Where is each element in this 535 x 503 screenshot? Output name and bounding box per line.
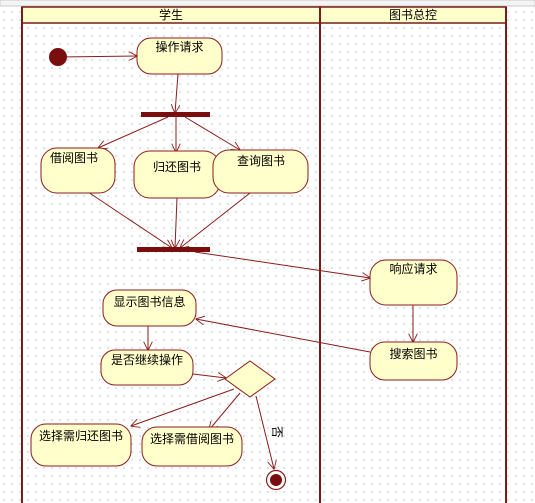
activity-show-info-label: 显示图书信息 [113,294,185,309]
activity-select-return [30,423,132,467]
activity-request-op-label: 操作请求 [155,39,203,54]
fork-bar [141,112,210,117]
activity-query [212,149,309,194]
edge-fork-to-borrow [98,116,169,148]
edge-start-to-request [58,56,137,57]
activity-query-label: 查询图书 [237,154,285,168]
edge-request-to-fork [175,73,178,113]
edge-continue-to-decision [192,374,226,378]
edge-label-no: 否 [270,426,284,438]
edge-fork-to-query [184,116,240,150]
activity-borrow-label: 借阅图书 [50,151,98,165]
activity-return [133,150,221,199]
edge-decision-to-end [255,395,274,469]
lane-title-student: 学生 [159,7,183,22]
activity-continue-label: 是否继续操作 [111,352,183,367]
activity-borrow [40,147,116,194]
activity-respond-label: 响应请求 [389,261,437,276]
initial-node [49,48,67,66]
activity-search [369,341,458,381]
toolbar-strip [0,0,535,7]
activity-request-op [136,37,223,75]
edge-return-to-join [175,197,177,248]
activity-select-borrow [141,426,243,467]
lane-title-library: 图书总控 [389,8,437,22]
edge-search-to-show [196,319,371,353]
final-node [270,474,282,486]
activity-respond [369,259,458,306]
activity-continue [100,349,194,386]
decision-node [224,360,276,398]
join-bar [137,247,210,252]
activity-show-info [102,289,197,327]
activity-search-label: 搜索图书 [389,346,437,361]
edge-query-to-join [180,192,251,248]
activity-select-return-label: 选择需归还图书 [39,429,123,443]
activity-return-label: 归还图书 [153,160,201,174]
edge-borrow-to-join [87,191,172,248]
activity-select-borrow-label: 选择需借阅图书 [150,432,234,446]
edge-decision-to-select-return [131,388,235,426]
edge-decision-to-select-borrow [209,392,241,430]
edge-join-to-respond [194,251,370,278]
